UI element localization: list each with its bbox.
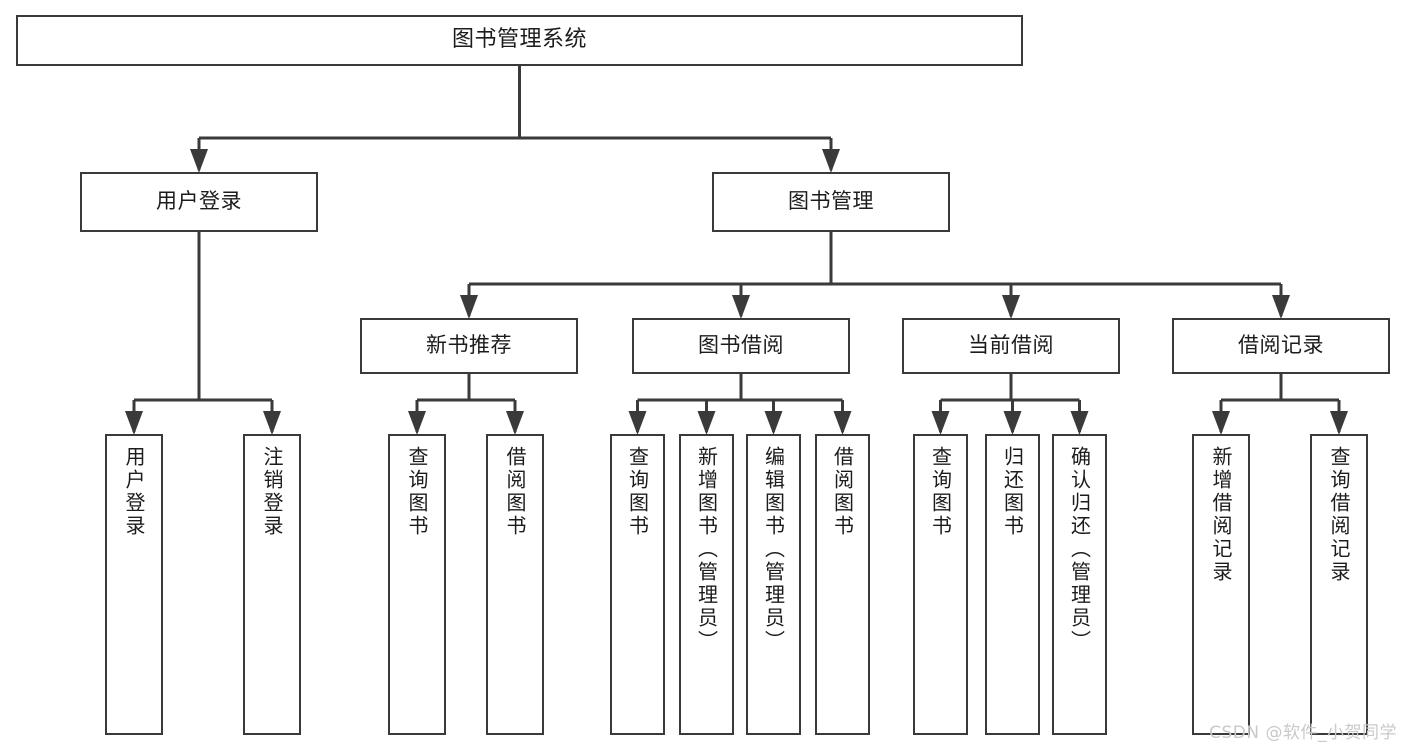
node-leaf-user-login-label: 用户登录 [122,446,146,538]
node-leaf-borrow-book-2-label: 借阅图书 [830,446,855,538]
node-leaf-logout-login-label: 注销登录 [260,446,284,538]
node-leaf-edit-book-admin[interactable]: 编辑图书（管理员） [746,434,801,735]
node-leaf-return-book-label: 归还图书 [1000,446,1025,538]
node-current-borrow[interactable]: 当前借阅 [902,318,1120,374]
node-new-book-recommend-label: 新书推荐 [426,333,512,358]
node-leaf-query-book-2[interactable]: 查询图书 [610,434,665,735]
node-book-borrow-label: 图书借阅 [698,333,784,358]
node-borrow-record[interactable]: 借阅记录 [1172,318,1390,374]
node-leaf-query-book-1-label: 查询图书 [405,446,429,538]
node-book-borrow[interactable]: 图书借阅 [632,318,850,374]
node-leaf-query-book-1[interactable]: 查询图书 [388,434,446,735]
node-book-manage-label: 图书管理 [788,189,874,214]
node-user-login-label: 用户登录 [156,189,242,214]
watermark-text: CSDN @软件_小贺同学 [1209,723,1397,743]
node-leaf-query-book-3-label: 查询图书 [928,446,953,538]
node-leaf-logout-login[interactable]: 注销登录 [243,434,301,735]
node-user-login[interactable]: 用户登录 [80,172,318,232]
node-book-manage[interactable]: 图书管理 [712,172,950,232]
node-leaf-borrow-book-2[interactable]: 借阅图书 [815,434,870,735]
node-leaf-add-borrow-record[interactable]: 新增借阅记录 [1192,434,1250,735]
node-leaf-edit-book-admin-label: 编辑图书（管理员） [761,446,786,653]
node-leaf-confirm-return-admin-label: 确认归还（管理员） [1067,446,1092,653]
node-leaf-add-borrow-record-label: 新增借阅记录 [1209,446,1233,584]
node-leaf-query-borrow-record[interactable]: 查询借阅记录 [1310,434,1368,735]
node-leaf-borrow-book-1[interactable]: 借阅图书 [486,434,544,735]
node-leaf-user-login[interactable]: 用户登录 [105,434,163,735]
node-new-book-recommend[interactable]: 新书推荐 [360,318,578,374]
node-leaf-return-book[interactable]: 归还图书 [985,434,1040,735]
node-leaf-add-book-admin-label: 新增图书（管理员） [694,446,719,653]
node-leaf-confirm-return-admin[interactable]: 确认归还（管理员） [1052,434,1107,735]
node-leaf-borrow-book-1-label: 借阅图书 [503,446,527,538]
node-leaf-query-book-3[interactable]: 查询图书 [913,434,968,735]
node-current-borrow-label: 当前借阅 [968,333,1054,358]
node-leaf-query-borrow-record-label: 查询借阅记录 [1327,446,1351,584]
node-leaf-add-book-admin[interactable]: 新增图书（管理员） [679,434,734,735]
node-root-图书管理系统[interactable]: 图书管理系统 [16,15,1023,66]
node-borrow-record-label: 借阅记录 [1238,333,1324,358]
node-root-图书管理系统-label: 图书管理系统 [451,27,587,53]
node-leaf-query-book-2-label: 查询图书 [625,446,650,538]
